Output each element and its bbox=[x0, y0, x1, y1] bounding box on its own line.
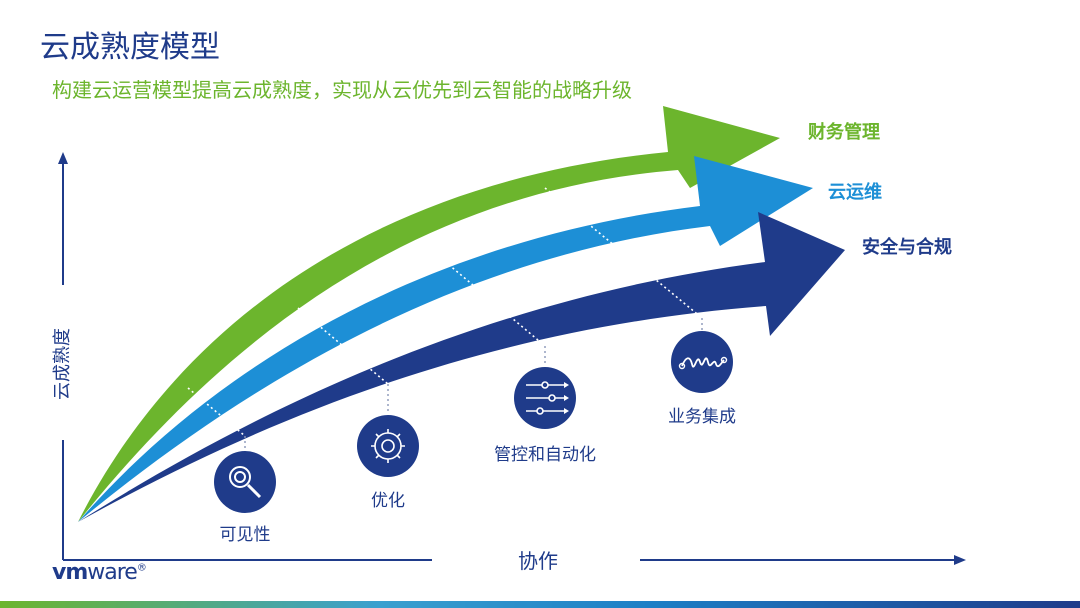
node-label-optimize: 优化 bbox=[371, 491, 405, 511]
bottom-gradient-bar bbox=[0, 601, 1080, 608]
page-title: 云成熟度模型 bbox=[40, 30, 220, 65]
connector-governance bbox=[421, 241, 546, 347]
connectors-grey bbox=[244, 318, 703, 452]
node-integration bbox=[671, 331, 733, 393]
x-axis-label: 协作 bbox=[518, 549, 558, 573]
page-subtitle: 构建云运营模型提高云成熟度，实现从云优先到云智能的战略升级 bbox=[52, 78, 632, 102]
gear-icon bbox=[371, 429, 405, 463]
y-axis-arrowhead bbox=[58, 152, 68, 164]
sliders-icon bbox=[526, 381, 569, 415]
node-label-visibility: 可见性 bbox=[219, 525, 271, 545]
y-axis-label: 云成熟度 bbox=[52, 328, 73, 400]
waveform-icon bbox=[681, 357, 725, 368]
arrow-label-cloud-ops: 云运维 bbox=[828, 182, 882, 203]
connectors-white bbox=[187, 187, 703, 437]
axes bbox=[58, 152, 966, 565]
x-axis-arrowhead bbox=[954, 555, 966, 565]
logo-bold: vm bbox=[52, 560, 88, 585]
node-label-integration: 业务集成 bbox=[668, 407, 736, 427]
logo-mark: ® bbox=[136, 562, 147, 574]
arrow-cloud-ops bbox=[78, 156, 813, 522]
magnifier-icon bbox=[229, 466, 262, 499]
node-governance bbox=[514, 367, 576, 429]
arrow-finance bbox=[78, 106, 780, 522]
arrow-label-finance: 财务管理 bbox=[808, 122, 880, 143]
connector-integration bbox=[544, 187, 703, 319]
node-label-governance: 管控和自动化 bbox=[494, 445, 596, 465]
logo-light: ware bbox=[87, 560, 138, 585]
node-visibility bbox=[214, 451, 276, 513]
arrow-label-security: 安全与合规 bbox=[862, 237, 952, 258]
node-optimize bbox=[357, 415, 419, 477]
arrow-security bbox=[78, 212, 845, 522]
vmware-logo: vmware® bbox=[52, 560, 147, 585]
